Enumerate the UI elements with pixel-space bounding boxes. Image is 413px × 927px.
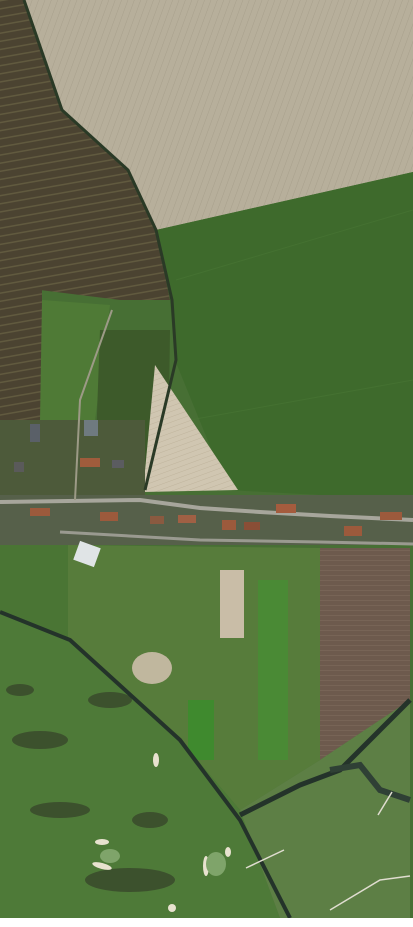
canal-main [22,0,178,491]
canal-left [0,610,292,919]
bunkers [92,753,231,912]
cart-path [245,849,285,869]
meadow [40,300,110,420]
cart-path-3 [377,791,393,816]
left-field [0,545,68,640]
arena-green [258,580,288,760]
cart-path-2 [329,875,411,911]
farm-track [74,309,113,501]
orchard-rows [0,0,170,300]
arena-lower [188,700,214,760]
paddocks [68,545,320,810]
green-field [156,172,413,500]
village-strip [0,495,413,545]
water-channel [329,761,411,803]
bottom-border [0,918,413,927]
main-road [0,497,413,522]
golf-course [0,610,280,918]
side-road [59,530,413,546]
brown-plot [320,548,410,760]
golf-course-right [240,700,410,918]
canal-right [238,698,412,818]
tree-lines [6,684,175,892]
arena-sand [220,570,244,638]
plowed-field [24,0,413,230]
houses [14,420,402,536]
orchard-rows-lower [0,290,42,420]
barn-roof [73,540,101,568]
round-pen [132,652,172,684]
putting-greens [100,849,226,876]
